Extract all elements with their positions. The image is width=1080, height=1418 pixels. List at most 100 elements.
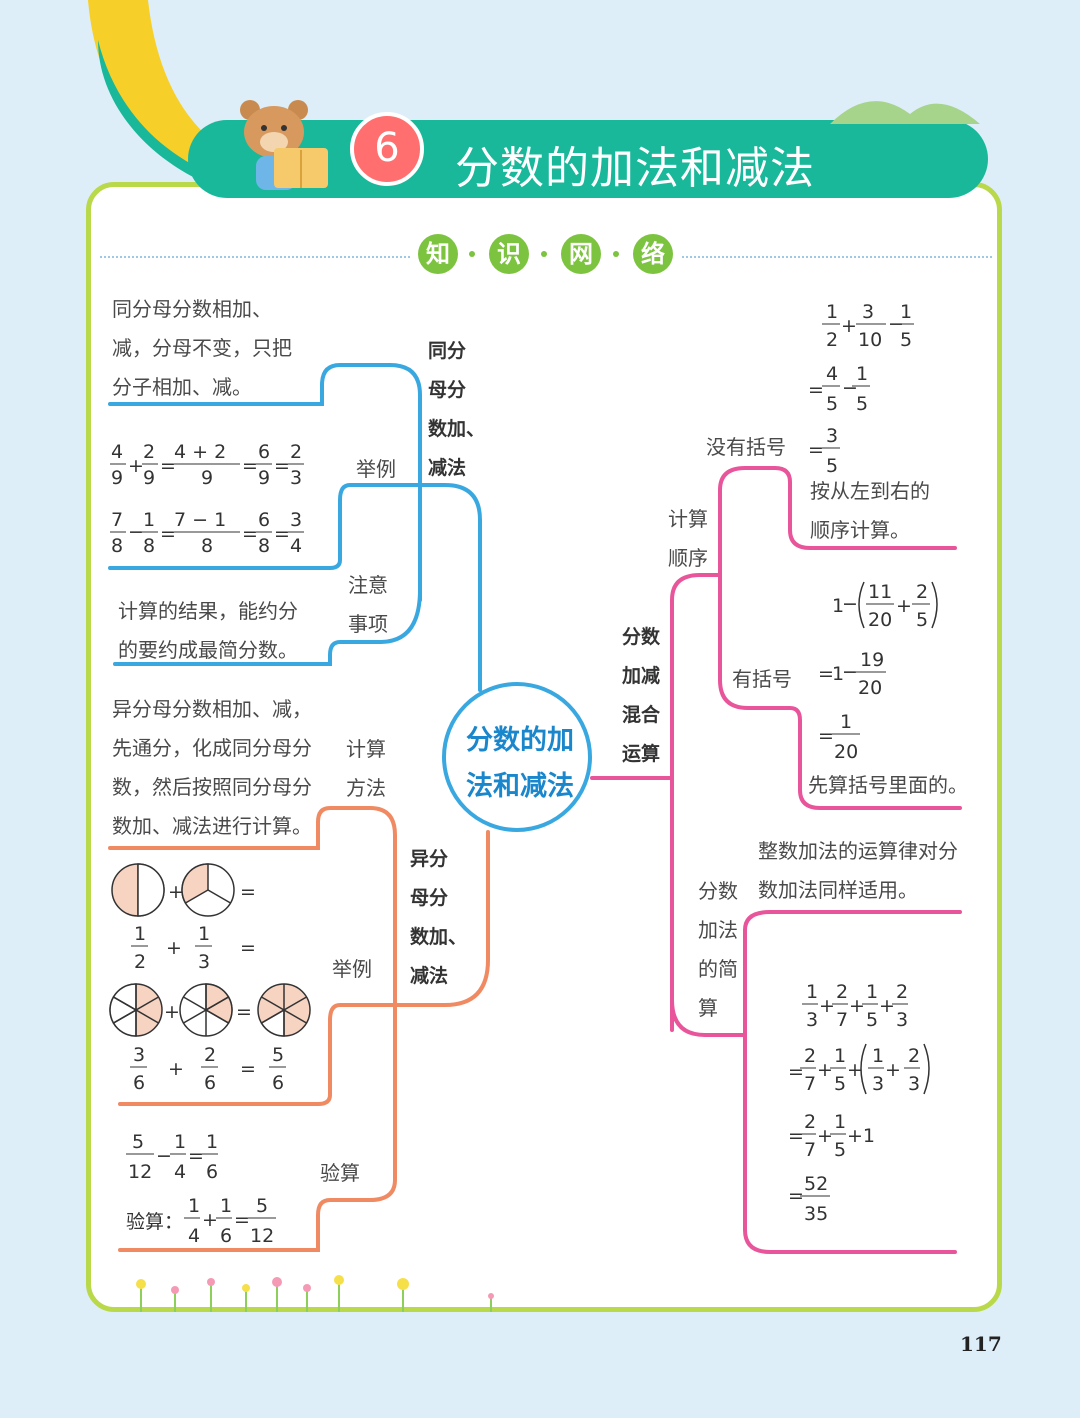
svg-text:3: 3 [290, 509, 302, 531]
svg-text:1: 1 [834, 1045, 846, 1067]
method-label: 计算 方法 [346, 730, 386, 808]
svg-text:+: + [164, 1001, 180, 1023]
same-denominator-examples: 49 + 29 = 4 + 29 = 69 = 23 78 − 18 = 7 −… [106, 436, 346, 566]
branch-line: 同分 [428, 332, 485, 371]
svg-text:6: 6 [258, 509, 270, 531]
svg-text:+: + [885, 1059, 901, 1081]
svg-text:=: = [240, 1058, 256, 1080]
mixed-operation-branch: 分数 加减 混合 运算 [622, 618, 660, 774]
svg-text:20: 20 [834, 741, 858, 763]
no-paren-desc: 按从左到右的 顺序计算。 [810, 472, 930, 550]
rule-line: 同分母分数相加、 [112, 290, 292, 329]
svg-text:19: 19 [860, 649, 884, 671]
svg-text:5: 5 [866, 1009, 878, 1031]
label-line: 计算 [668, 500, 708, 539]
svg-text:=: = [242, 523, 258, 545]
svg-text:+: + [166, 937, 182, 959]
branch-line: 加减 [622, 657, 660, 696]
label-line: 方法 [346, 769, 386, 808]
svg-text:+: + [841, 315, 857, 337]
svg-text:5: 5 [256, 1195, 268, 1217]
svg-text:+1: +1 [847, 1125, 875, 1147]
center-title: 分数的加 法和减法 [450, 718, 590, 810]
svg-text:=: = [808, 379, 824, 401]
branch-line: 数加、 [410, 918, 467, 957]
svg-text:1: 1 [856, 363, 868, 385]
svg-text:=: = [808, 439, 824, 461]
svg-text:=: = [274, 523, 290, 545]
simplify-example: 13 + 27 + 15 + 23 = 27 + 15 + 13 + 23 = … [786, 976, 946, 1226]
svg-text:7 − 1: 7 − 1 [174, 509, 226, 531]
svg-text:2: 2 [143, 441, 155, 463]
svg-text:3: 3 [862, 301, 874, 323]
svg-text:5: 5 [132, 1131, 144, 1153]
paren-example: 1 − 1120 + 25 =1 − 1920 = 120 [812, 574, 952, 764]
example-label: 举例 [332, 950, 372, 989]
label-line: 分数 [698, 872, 738, 911]
rule-line: 分子相加、减。 [112, 368, 292, 407]
svg-text:3: 3 [290, 467, 302, 489]
svg-text:验算：: 验算： [126, 1211, 183, 1233]
svg-text:2: 2 [896, 981, 908, 1003]
svg-text:=: = [818, 725, 834, 747]
same-denominator-branch: 同分 母分 数加、 减法 [428, 332, 485, 488]
svg-text:=: = [188, 1145, 204, 1167]
branch-line: 混合 [622, 696, 660, 735]
svg-text:6: 6 [204, 1072, 216, 1094]
diff-denominator-branch: 异分 母分 数加、 减法 [410, 840, 467, 996]
method-text: 异分母分数相加、减， 先通分，化成同分母分 数，然后按照同分母分 数加、减法进行… [112, 690, 312, 846]
svg-text:1: 1 [220, 1195, 232, 1217]
svg-text:2: 2 [916, 581, 928, 603]
svg-text:7: 7 [804, 1073, 816, 1095]
svg-text:6: 6 [258, 441, 270, 463]
branch-line: 运算 [622, 735, 660, 774]
svg-text:−: − [156, 1145, 172, 1167]
simplify-desc: 整数加法的运算律对分 数加法同样适用。 [758, 832, 958, 910]
svg-text:+: + [896, 595, 912, 617]
desc-line: 数加法同样适用。 [758, 871, 958, 910]
svg-text:8: 8 [111, 535, 123, 557]
svg-text:6: 6 [272, 1072, 284, 1094]
svg-text:4: 4 [111, 441, 123, 463]
sixth-circle-icon [180, 984, 232, 1036]
diff-denominator-examples: + = 12 + 13 = + = [106, 858, 336, 1098]
label-line: 事项 [348, 605, 388, 644]
svg-text:2: 2 [804, 1111, 816, 1133]
svg-text:1: 1 [806, 981, 818, 1003]
sixth-circle-icon [258, 984, 310, 1036]
svg-text:4: 4 [826, 363, 838, 385]
svg-text:=: = [242, 455, 258, 477]
svg-text:20: 20 [858, 677, 882, 699]
branch-line: 异分 [410, 840, 467, 879]
svg-text:2: 2 [134, 951, 146, 973]
svg-text:4: 4 [290, 535, 302, 557]
label-line: 顺序 [668, 539, 708, 578]
svg-text:1: 1 [143, 509, 155, 531]
branch-line: 母分 [428, 371, 485, 410]
note-line: 计算的结果，能约分 [118, 592, 298, 631]
method-line: 先通分，化成同分母分 [112, 729, 312, 768]
svg-text:=: = [788, 1125, 804, 1147]
svg-text:7: 7 [804, 1139, 816, 1161]
svg-text:5: 5 [900, 329, 912, 351]
svg-text:3: 3 [896, 1009, 908, 1031]
svg-text:−: − [842, 593, 858, 615]
svg-text:3: 3 [908, 1073, 920, 1095]
svg-text:8: 8 [143, 535, 155, 557]
svg-text:−: − [128, 521, 144, 543]
svg-text:9: 9 [111, 467, 123, 489]
branch-line: 减法 [410, 957, 467, 996]
method-line: 数，然后按照同分母分 [112, 768, 312, 807]
svg-text:5: 5 [272, 1044, 284, 1066]
check-examples: 512 − 14 = 16 验算： 14 + 16 = 512 [120, 1124, 320, 1244]
svg-text:+: + [817, 1125, 833, 1147]
svg-text:3: 3 [133, 1044, 145, 1066]
svg-text:5: 5 [856, 393, 868, 415]
note-text: 计算的结果，能约分 的要约成最简分数。 [118, 592, 298, 670]
third-circle-icon [182, 864, 234, 916]
svg-text:9: 9 [143, 467, 155, 489]
branch-line: 分数 [622, 618, 660, 657]
svg-text:12: 12 [128, 1161, 152, 1183]
same-denominator-rule: 同分母分数相加、 减，分母不变，只把 分子相加、减。 [112, 290, 292, 407]
example-label: 举例 [356, 450, 396, 489]
